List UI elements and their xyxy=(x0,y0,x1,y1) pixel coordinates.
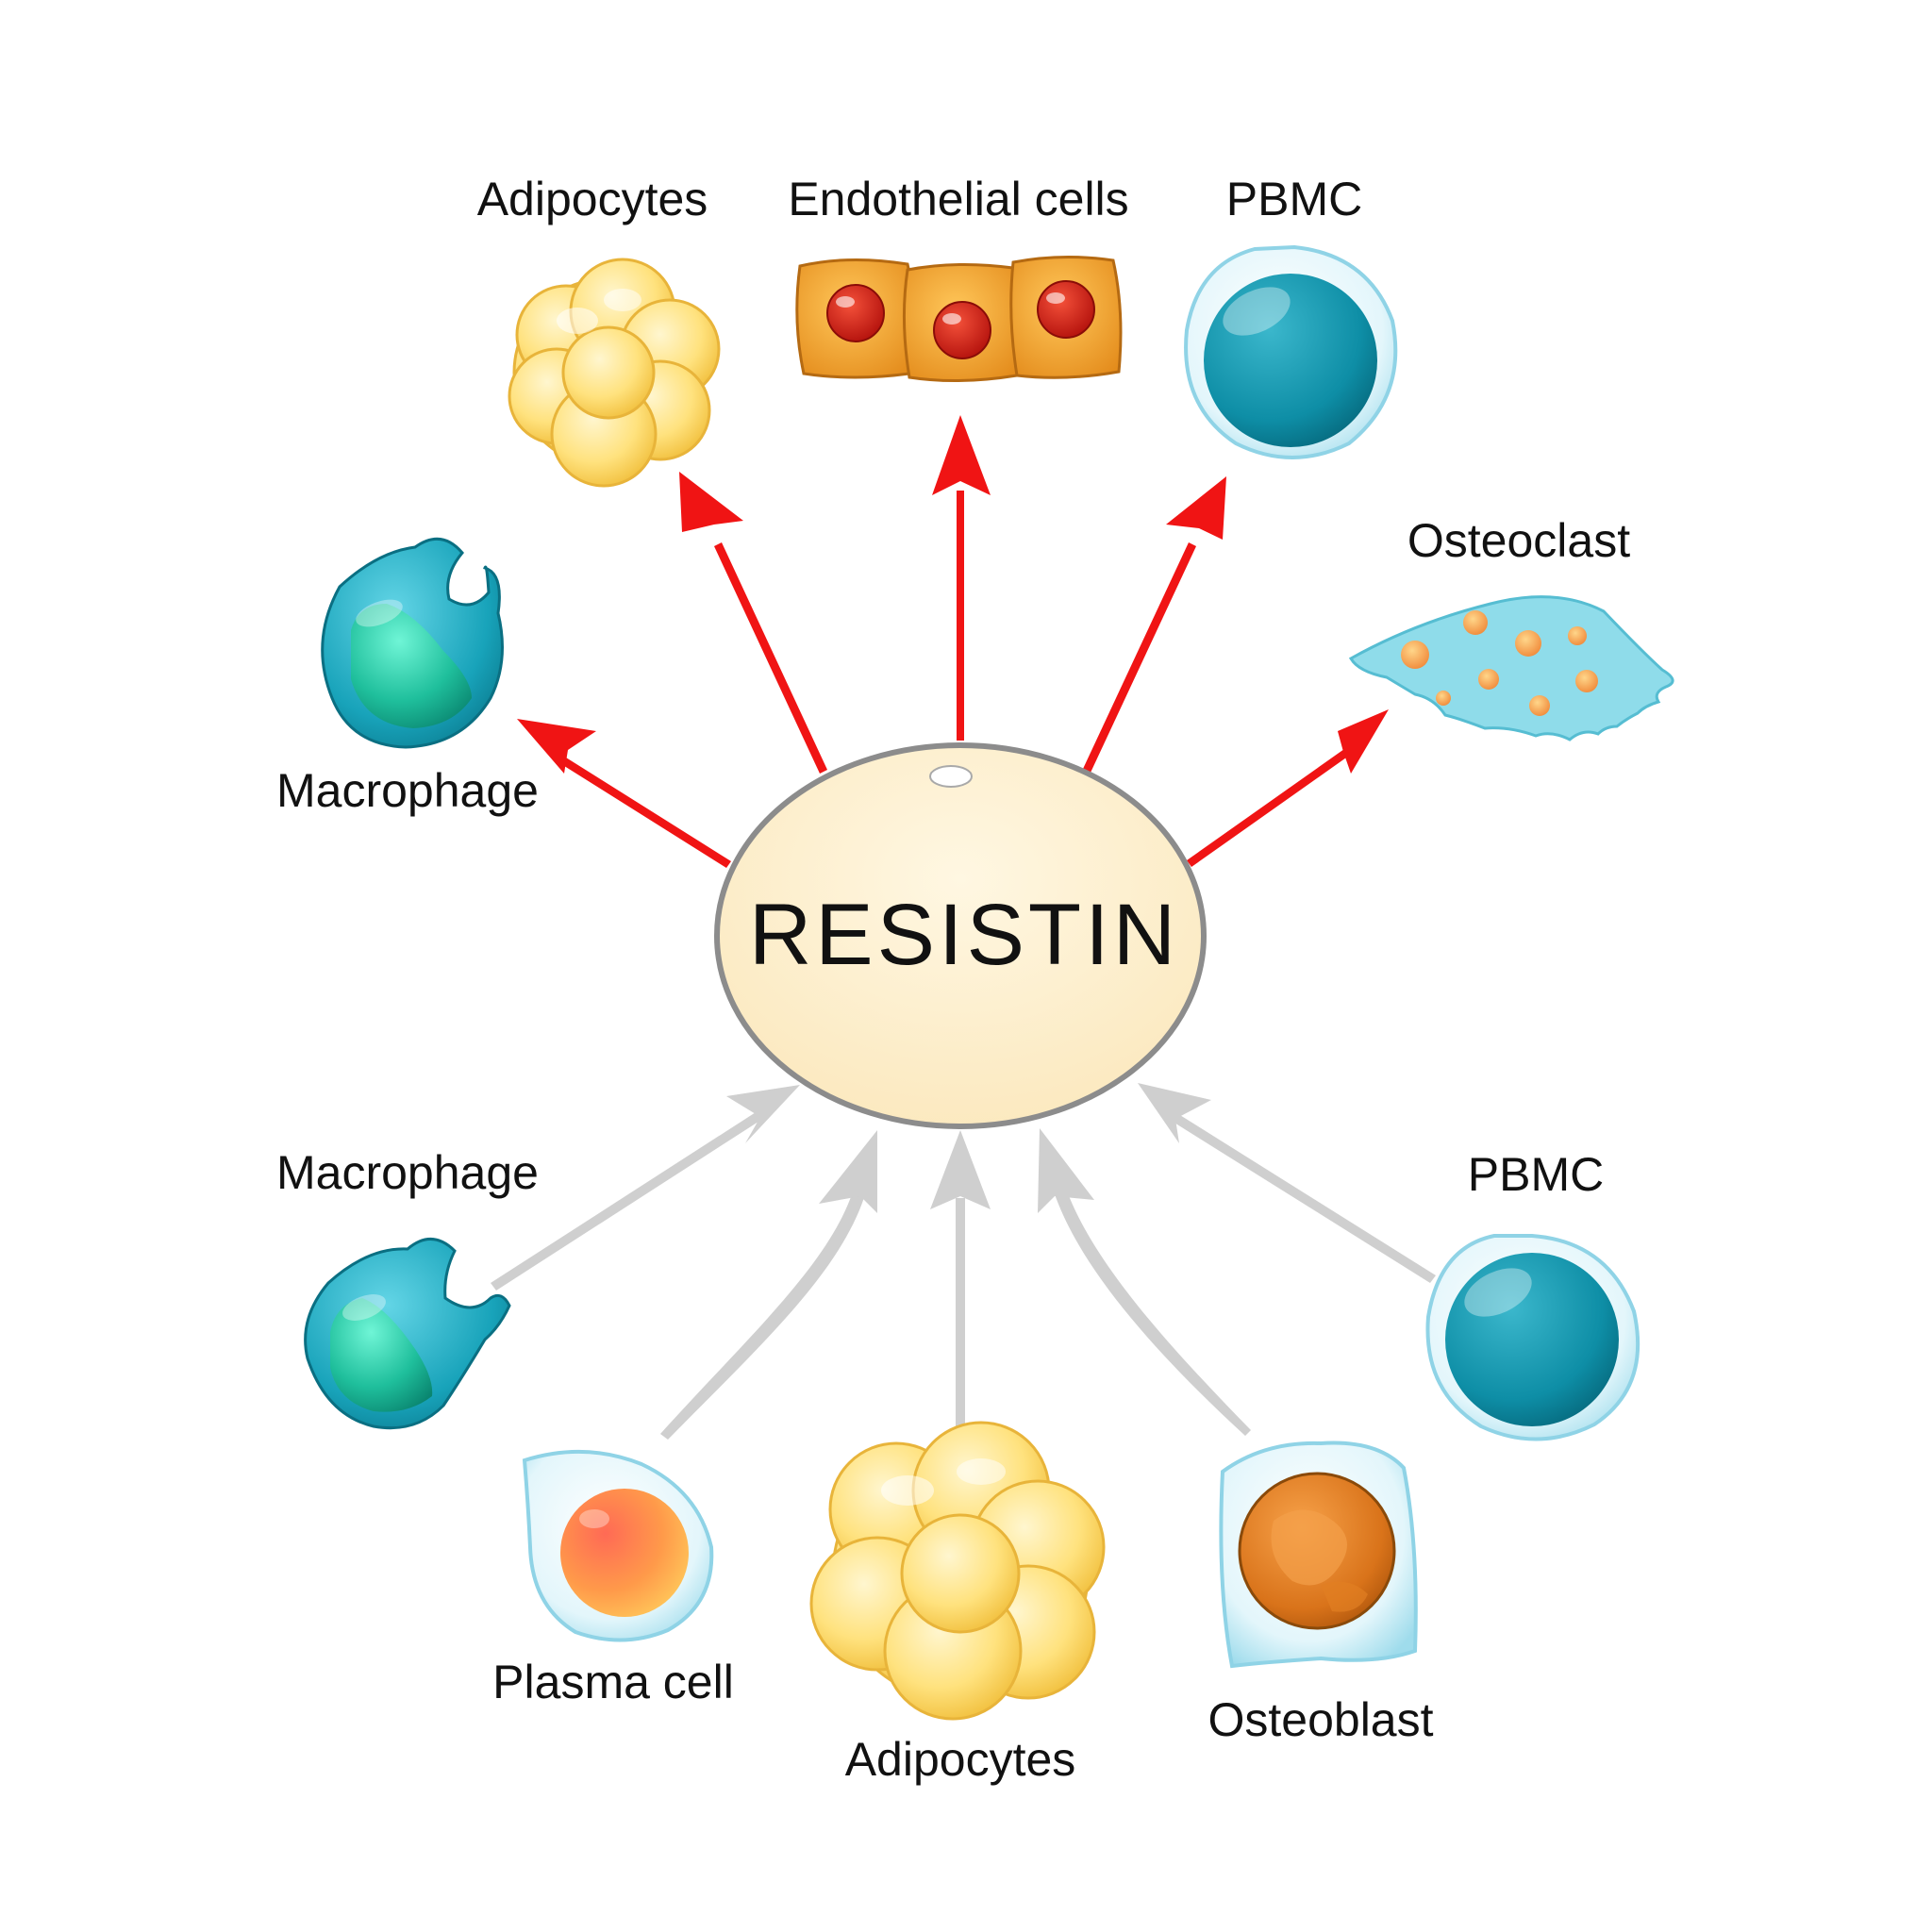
arrow-to-osteoclast xyxy=(1187,709,1389,867)
label-pbmc-top: PBMC xyxy=(1226,173,1362,225)
label-macrophage-top: Macrophage xyxy=(276,764,539,817)
output-arrows xyxy=(517,415,1389,868)
arrow-from-osteoblast xyxy=(1053,1186,1251,1436)
arrow-from-pbmc-bottom-head xyxy=(1138,1083,1211,1143)
adipocytes-cell-bottom xyxy=(809,1421,1106,1721)
resistin-node: RESISTIN xyxy=(714,742,1207,1129)
label-plasma-cell: Plasma cell xyxy=(492,1656,734,1708)
resistin-label: RESISTIN xyxy=(749,887,1179,983)
pbmc-cell-top xyxy=(1184,244,1398,459)
label-adipocytes-bottom: Adipocytes xyxy=(845,1733,1076,1786)
macrophage-cell-top xyxy=(321,537,504,749)
arrow-from-plasma-cell-head xyxy=(819,1130,877,1213)
arrow-from-macrophage-bottom-head xyxy=(726,1085,800,1143)
osteoclast-cell xyxy=(1348,595,1674,741)
plasma-cell xyxy=(522,1449,714,1642)
arrow-from-osteoblast-head xyxy=(1038,1128,1094,1213)
label-macrophage-bottom: Macrophage xyxy=(276,1146,539,1199)
pbmc-cell-bottom xyxy=(1425,1234,1641,1441)
label-endothelial: Endothelial cells xyxy=(788,173,1128,225)
label-pbmc-bottom: PBMC xyxy=(1468,1148,1604,1201)
arrow-from-pbmc-bottom xyxy=(1162,1108,1436,1283)
osteoblast-cell xyxy=(1219,1441,1418,1669)
label-osteoblast: Osteoblast xyxy=(1208,1693,1433,1746)
input-arrows xyxy=(491,1083,1436,1453)
label-osteoclast: Osteoclast xyxy=(1407,514,1630,567)
arrow-from-macrophage-bottom xyxy=(491,1106,772,1291)
arrow-from-plasma-cell xyxy=(660,1189,866,1440)
macrophage-cell-bottom xyxy=(304,1238,511,1430)
adipocytes-cell-top xyxy=(508,258,721,488)
arrow-to-macrophage-top xyxy=(517,719,731,868)
endothelial-cells xyxy=(795,255,1123,383)
arrow-to-endothelial xyxy=(932,415,991,741)
label-adipocytes-top: Adipocytes xyxy=(477,173,708,225)
arrow-to-adipocytes-top xyxy=(679,472,827,774)
arrow-to-pbmc-top xyxy=(1083,476,1226,773)
arrow-from-adipocytes-bottom xyxy=(930,1130,991,1453)
